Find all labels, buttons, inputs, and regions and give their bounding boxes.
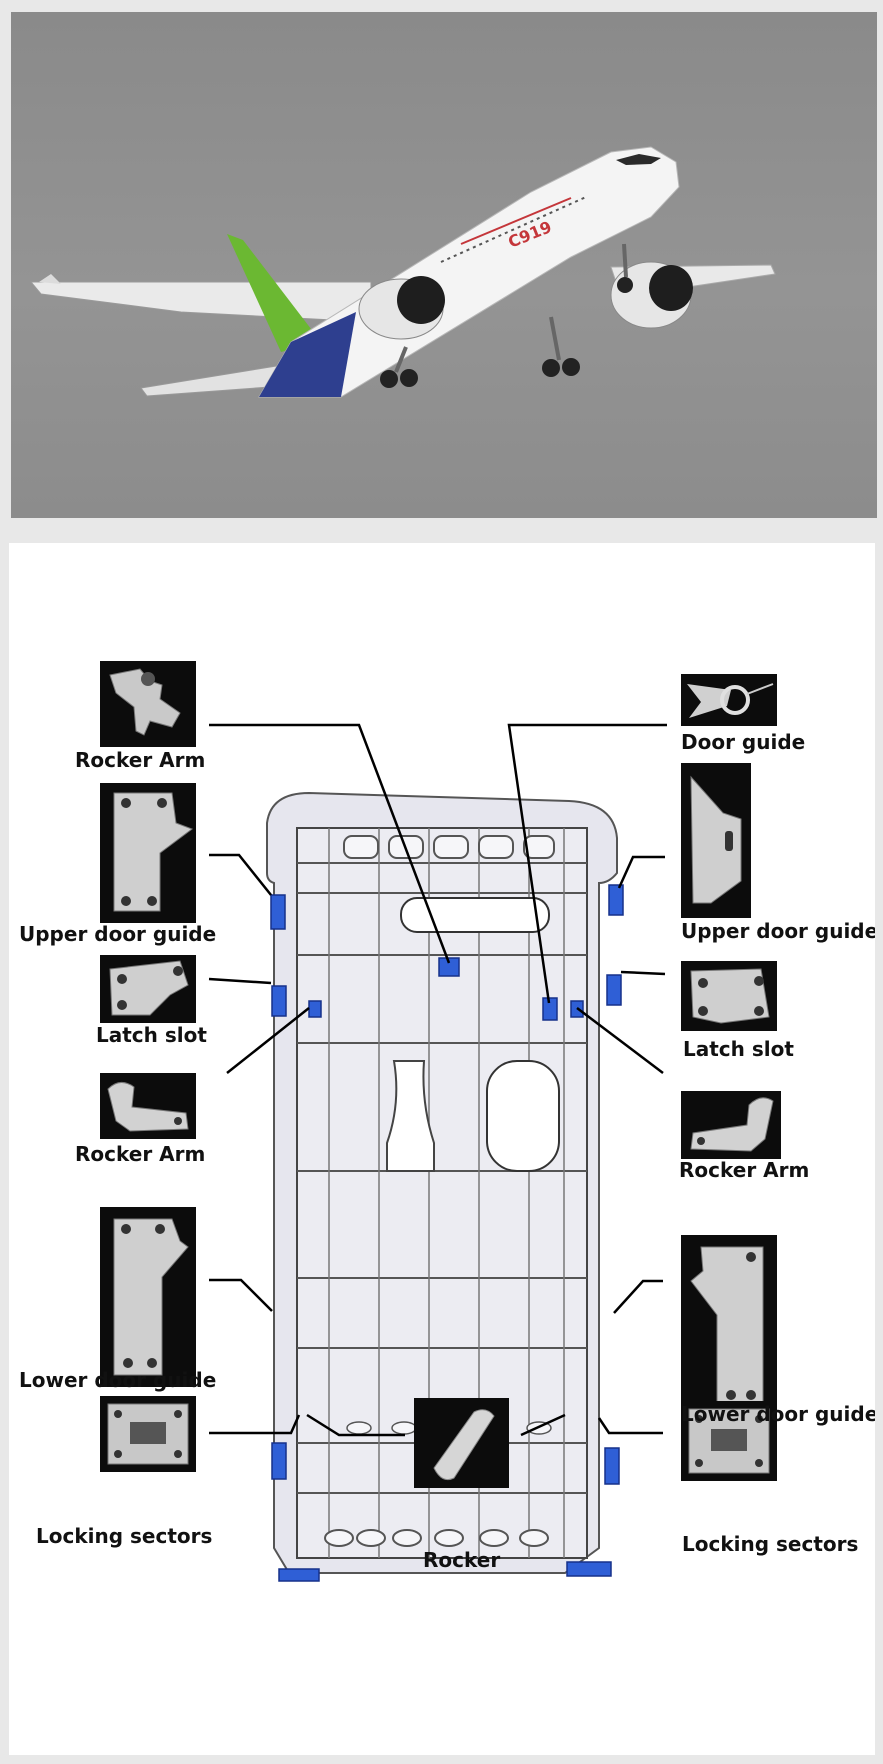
label-latch-slot-right: Latch slot — [683, 1037, 794, 1061]
door-structure — [266, 791, 618, 1574]
door-mechanism-diagram: Rocker Arm Door guide Upper door guide U… — [9, 543, 875, 1755]
leader-latch-slot-left — [208, 977, 272, 985]
leader-upper-door-guide-left — [209, 853, 272, 896]
leader-rocker-right — [520, 1413, 566, 1437]
leader-lines — [208, 723, 667, 1437]
label-rocker-arm-mid-right: Rocker Arm — [679, 1158, 810, 1182]
leader-rocker-arm-mid-left — [226, 1007, 310, 1074]
leader-latch-slot-right — [620, 970, 666, 976]
leader-locking-sectors-right — [597, 1417, 663, 1435]
latch-slot-left-part — [271, 985, 287, 1017]
label-upper-door-guide-right: Upper door guide — [681, 919, 875, 943]
label-locking-sectors-right: Locking sectors — [682, 1532, 859, 1556]
label-locking-sectors-left: Locking sectors — [36, 1524, 213, 1548]
label-upper-door-guide-left: Upper door guide — [19, 922, 217, 946]
label-latch-slot-left: Latch slot — [96, 1023, 207, 1047]
lower-door-guide-left-part — [271, 1442, 287, 1480]
leader-upper-door-guide-right — [617, 855, 665, 889]
upper-door-guide-left-part — [270, 894, 286, 930]
locking-sectors-right-thumbnail — [681, 1401, 777, 1481]
upper-door-guide-right-part — [608, 884, 624, 916]
upper-door-guide-left-thumbnail — [100, 783, 196, 923]
locking-sector-left-part — [278, 1568, 320, 1582]
rocker-arm-mid-left-thumbnail — [100, 1073, 196, 1139]
label-rocker-arm-top-left: Rocker Arm — [75, 748, 206, 772]
door-guide-part — [542, 997, 558, 1021]
latch-slot-right-thumbnail — [681, 961, 777, 1031]
leader-rocker-arm-mid-right — [576, 1007, 664, 1074]
highlighted-parts — [270, 884, 624, 1582]
leader-lower-door-guide-left — [209, 1278, 273, 1312]
rocker-thumbnail — [414, 1398, 509, 1488]
label-door-guide: Door guide — [681, 730, 806, 754]
leader-door-guide — [507, 723, 667, 1004]
leader-lower-door-guide-right — [613, 1279, 663, 1314]
label-lower-door-guide-right: Lower door guide — [681, 1402, 875, 1426]
latch-slot-left-thumbnail — [100, 955, 196, 1023]
leader-locking-sectors-left — [209, 1414, 301, 1435]
rocker-arm-top-part — [438, 957, 460, 977]
leader-rocker-arm-top — [209, 723, 451, 964]
lower-door-guide-left-thumbnail — [100, 1207, 196, 1387]
label-rocker-arm-mid-left: Rocker Arm — [75, 1142, 206, 1166]
label-rocker: Rocker — [423, 1548, 501, 1572]
rocker-arm-top-left-thumbnail — [100, 661, 196, 747]
locking-sectors-left-thumbnail — [100, 1396, 196, 1472]
aircraft-photo: C919 — [11, 12, 877, 518]
label-lower-door-guide-left: Lower door guide — [19, 1368, 217, 1392]
upper-door-guide-right-thumbnail — [681, 763, 751, 918]
lower-door-guide-right-thumbnail — [681, 1235, 777, 1418]
rocker-arm-mid-right-thumbnail — [681, 1091, 781, 1159]
leader-rocker-left — [306, 1413, 405, 1437]
door-guide-thumbnail — [681, 674, 777, 726]
lower-door-guide-right-part — [604, 1447, 620, 1485]
rocker-arm-mid-left-part — [308, 1000, 322, 1018]
latch-slot-right-part — [606, 974, 622, 1006]
locking-sector-right-part — [566, 1561, 612, 1577]
